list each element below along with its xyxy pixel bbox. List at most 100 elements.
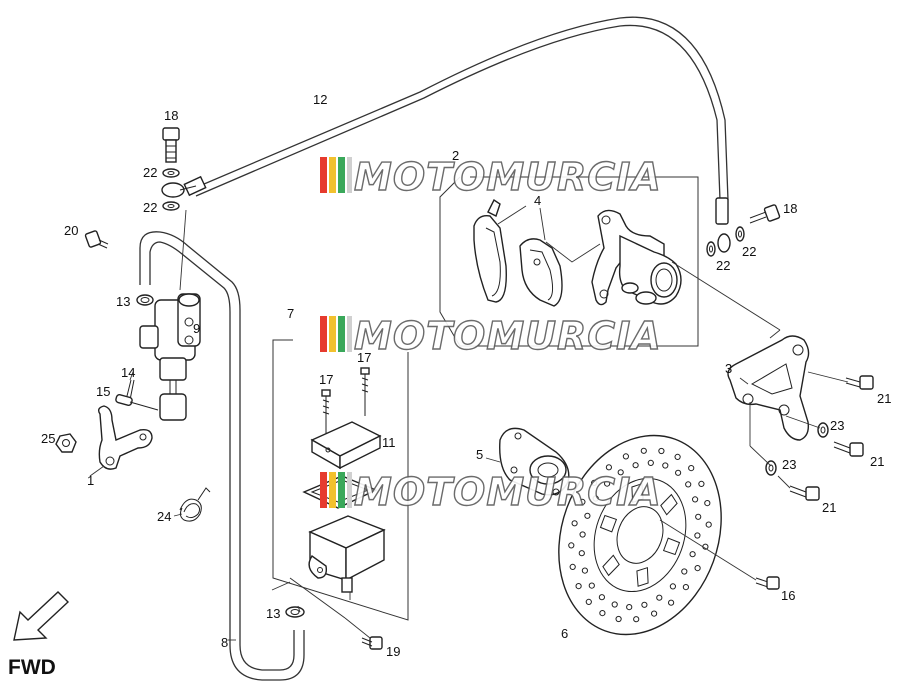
brake-disc-6 [558,434,722,636]
callout-18-right: 18 [783,201,797,216]
callout-16: 16 [781,588,795,603]
callout-8: 8 [221,635,228,650]
hose-clip-13-bottom [285,606,305,618]
disc-hole [656,594,663,601]
callout-25: 25 [41,431,55,446]
callout-23-upper: 23 [830,418,844,433]
callout-3: 3 [725,361,732,376]
screw-17-right [360,367,370,416]
disc-hole [615,615,622,623]
callout-24: 24 [157,509,171,524]
bolt-19 [361,636,383,650]
bolt-21-upper [845,375,874,390]
disc-window [662,537,681,556]
disc-hole [675,469,682,476]
fwd-label: FWD [8,656,56,679]
caliper-bracket-3 [727,335,810,441]
washer-22-right-b [706,241,716,257]
fwd-arrow-icon [13,591,70,641]
svg-text:MOTOMURCIA: MOTOMURCIA [354,470,662,514]
pedal-link-1 [97,405,153,470]
disc-hole [694,565,701,572]
pin-15 [115,394,159,411]
watermark-bottom: MOTOMURCIA [320,469,662,515]
disc-hole [579,498,586,505]
disc-hole [611,601,618,608]
disc-hole [592,495,599,502]
callout-22-lower-left: 22 [143,200,157,215]
disc-hole [641,601,648,608]
caliper-group-2-frame [439,176,699,347]
disc-hole [705,521,712,528]
callout-20: 20 [64,223,78,238]
disc-windows [599,483,681,587]
disc-hole [695,513,702,520]
disc-hole [605,464,613,471]
disc-hole [685,481,692,488]
callout-labels: 1 2 3 4 5 6 7 8 9 11 12 13 13 14 15 16 1… [41,92,891,659]
disc-window [631,483,644,503]
disc-hole [604,480,611,487]
callout-21-lower: 21 [822,500,836,515]
callout-2: 2 [452,148,459,163]
disc-hole [647,459,654,466]
disc-hole [584,512,591,519]
callout-6: 6 [561,626,568,641]
reservoir-hose-8 [139,231,305,681]
disc-hole [662,462,669,469]
disc-hole [689,551,696,558]
brake-pad-4-right [519,238,563,307]
reservoir-body [308,515,386,593]
disc-vent-holes [568,447,712,623]
disc-hole [617,469,624,476]
spring-24 [179,487,211,522]
disc-hole [569,563,576,571]
callout-15: 15 [96,384,110,399]
washer-23-upper [817,422,829,438]
svg-text:MOTOMURCIA: MOTOMURCIA [354,314,662,358]
disc-hole [588,582,595,589]
washer-22-upper [162,168,180,178]
callout-9: 9 [193,321,200,336]
disc-hole [704,500,711,507]
callout-19: 19 [386,644,400,659]
disc-hole [698,480,705,487]
disc-window [602,554,620,577]
disc-hole [669,583,677,590]
callout-17-right: 17 [357,350,371,365]
callout-18-left: 18 [164,108,178,123]
callout-7: 7 [287,306,294,321]
wheel-hub-5 [499,427,570,496]
callout-22-right-a: 22 [716,258,730,273]
nut-25 [55,433,77,453]
disc-hole [581,567,589,574]
bolt-20 [84,230,109,249]
disc-hole [568,542,575,549]
reservoir-cap-11 [310,421,382,470]
disc-hole [658,447,665,455]
banjo-fitting [161,182,197,198]
callout-1: 1 [87,473,94,488]
disc-hole [688,465,695,472]
disc-hole [571,520,578,527]
washer-22-lower [162,201,180,211]
callout-21-middle: 21 [870,454,884,469]
disc-hole [591,479,598,486]
washer-23-lower [765,460,777,476]
disc-hole [632,462,639,469]
disc-window [636,567,649,587]
disc-window [599,514,618,533]
watermark-top: MOTOMURCIA [320,154,662,200]
disc-hole [578,550,585,557]
callout-17-left: 17 [319,372,333,387]
disc-hole [622,453,630,460]
hose-clip-13-top [136,294,154,306]
svg-text:MOTOMURCIA: MOTOMURCIA [354,155,662,199]
disc-hole [674,453,681,460]
disc-hole [694,532,701,539]
callout-4: 4 [534,193,541,208]
brake-caliper [591,209,682,306]
callout-11: 11 [382,435,396,450]
washer-22-right-a [735,226,745,242]
